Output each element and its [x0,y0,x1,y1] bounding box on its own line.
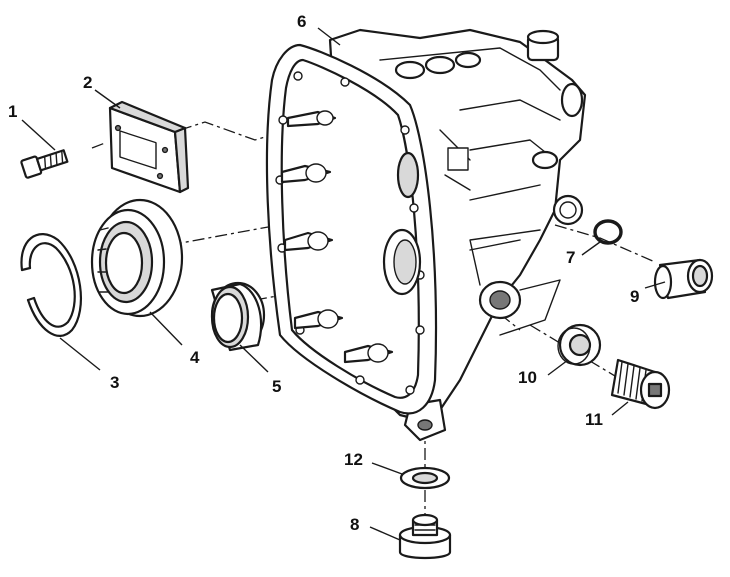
callout-10: 10 [518,368,537,387]
internal-rib [447,147,469,171]
callout-11: 11 [585,410,603,429]
snap-ring [20,233,83,337]
leader-lines [21,27,666,541]
drain-plug [398,513,452,560]
inspection-cover [108,100,190,194]
callout-12: 12 [344,450,363,469]
bolt [20,149,69,179]
o-ring [593,219,623,245]
seal-washer [557,323,602,367]
internal-shafts [280,110,394,364]
fill-plug [610,358,671,410]
sleeve [653,258,714,300]
callout-2: 2 [83,73,92,92]
side-port [552,194,584,226]
callout-8: 8 [350,515,359,534]
upper-bore [396,151,420,199]
bearing [90,198,184,318]
callout-6: 6 [297,12,306,31]
transmission-housing [265,28,587,442]
callout-4: 4 [190,348,200,367]
crush-washer [399,466,451,490]
callout-7: 7 [566,248,575,267]
callout-labels: 1 2 3 4 5 6 7 8 9 10 11 12 [8,12,639,534]
callout-5: 5 [272,377,281,396]
hex-socket [647,382,663,398]
callout-9: 9 [630,287,639,306]
callout-1: 1 [8,102,17,121]
bearing-race [210,281,266,352]
callout-3: 3 [110,373,119,392]
